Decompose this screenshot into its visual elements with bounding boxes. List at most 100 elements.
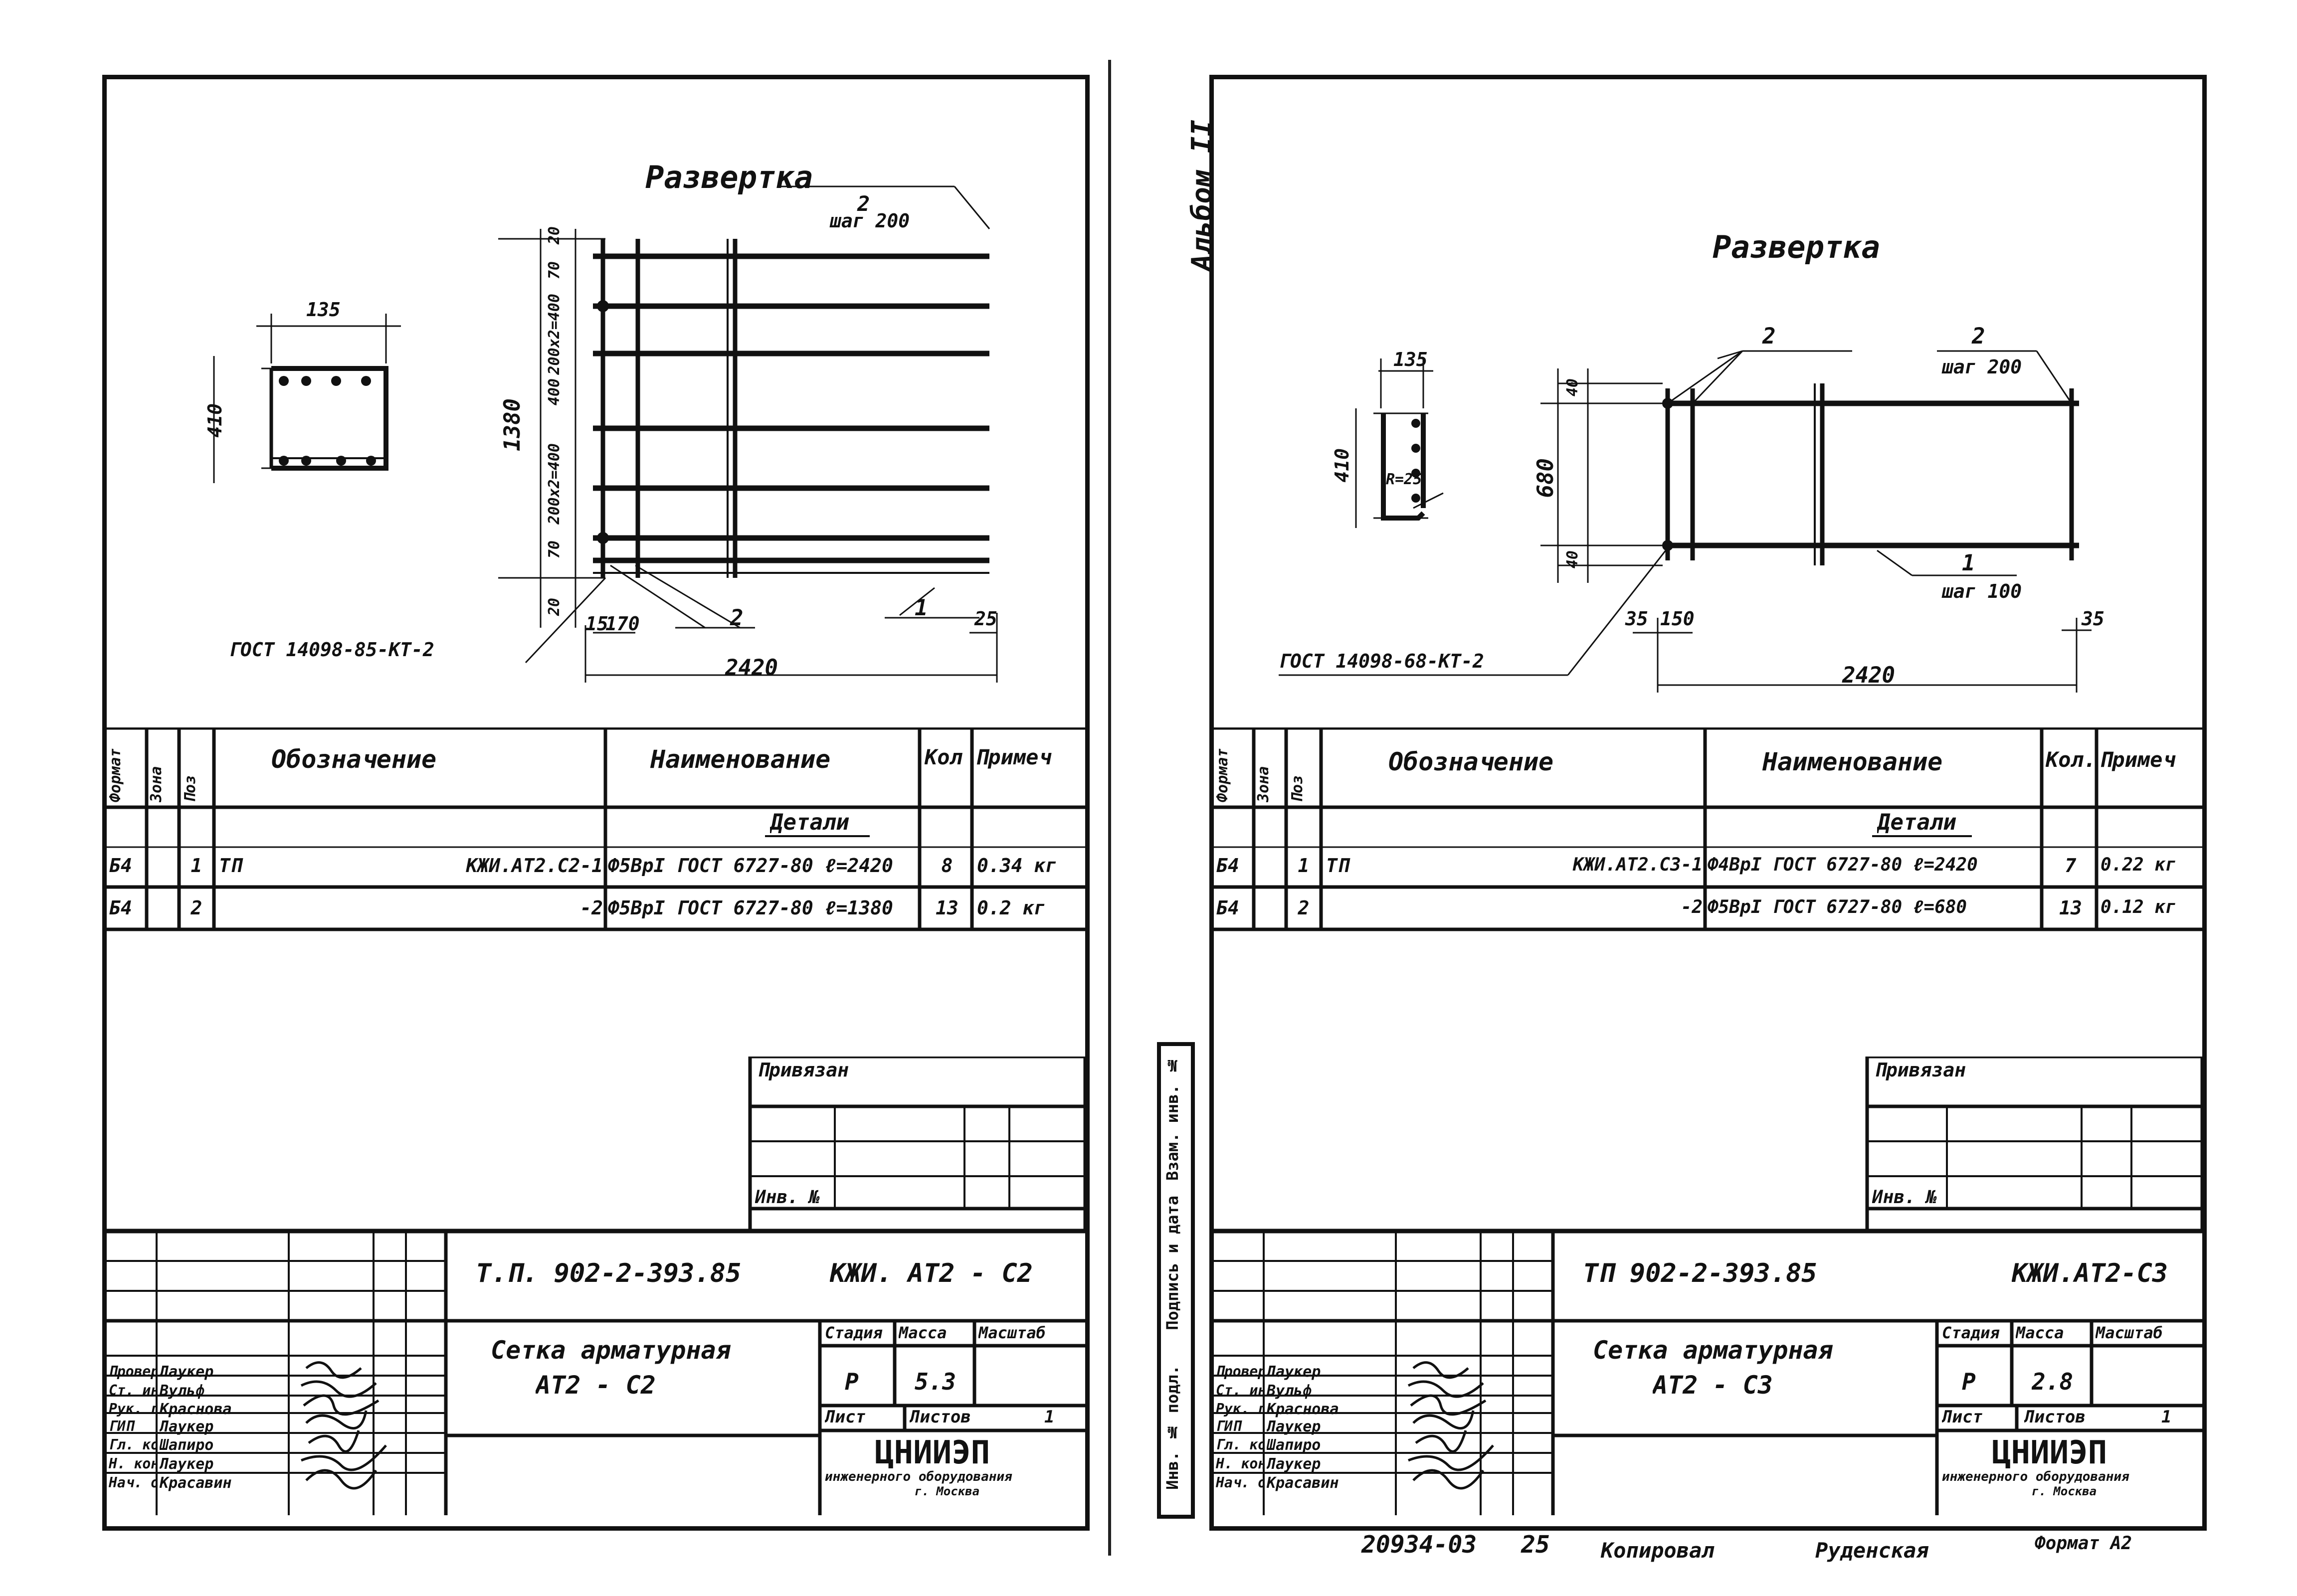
row-designation: -2 xyxy=(1681,897,1703,917)
col-poz: Поз xyxy=(182,775,199,802)
person-name: Вульф xyxy=(1267,1382,1312,1400)
col-kol: Кол. xyxy=(2046,747,2096,772)
role: Нач. отд. xyxy=(1216,1474,1264,1491)
row-name: Ф5ВрI ГОСТ 6727-80 ℓ=1380 xyxy=(608,897,893,919)
role: ГИП xyxy=(109,1418,134,1434)
role: Рук. гр. xyxy=(109,1401,157,1417)
person-name: Красавин xyxy=(160,1474,232,1492)
col-naimenovanie: Наименование xyxy=(650,745,831,774)
stage-value: Р xyxy=(845,1368,859,1395)
inv-label: Инв. № xyxy=(1872,1187,1937,1208)
dim-200x2-bottom: 200х2=400 xyxy=(546,443,563,525)
doc-mark: КЖИ.АТ2-С3 xyxy=(2012,1258,2168,1288)
footer-code: 20934-03 xyxy=(1361,1531,1477,1559)
role: Рук. гр. xyxy=(1216,1401,1264,1417)
doc-title-2: АТ2 - С3 xyxy=(1653,1371,1773,1400)
role: Нач. отд. xyxy=(109,1474,157,1491)
list-label: Лист xyxy=(1942,1407,1983,1427)
person-name: Лаукер xyxy=(160,1455,214,1473)
row-format: Б4 xyxy=(1216,855,1239,877)
callout-gost: ГОСТ 14098-68-КТ-2 xyxy=(1279,650,1484,672)
org-sub: инженерного оборудования xyxy=(1942,1469,2129,1484)
dim-height-680: 680 xyxy=(1533,458,1558,498)
callout-step-number: 2 xyxy=(857,191,870,216)
sheet-left: Развертка 2 шаг 200 135 410 1380 20 70 2… xyxy=(102,75,1090,1531)
org-sub: инженерного оборудования xyxy=(825,1469,1012,1484)
row-poz: 1 xyxy=(191,855,202,877)
person-name: Краснова xyxy=(1267,1401,1339,1418)
masshtab-label: Масштаб xyxy=(2096,1323,2163,1342)
row-poz: 1 xyxy=(1298,855,1310,877)
privyazan-label: Привязан xyxy=(758,1059,849,1081)
role: Ст. инж. xyxy=(109,1382,157,1399)
doc-title-1: Сетка арматурная xyxy=(491,1336,731,1365)
person-name: Красавин xyxy=(1267,1474,1339,1492)
dim-170: 170 xyxy=(605,613,640,635)
doc-title-2: АТ2 - С2 xyxy=(536,1371,656,1400)
doc-mark: КЖИ. АТ2 - С2 xyxy=(830,1258,1033,1288)
side-vzam: Взам. инв. № xyxy=(1163,1056,1182,1181)
role: Провер. xyxy=(1216,1363,1264,1380)
person-name: Лаукер xyxy=(1267,1455,1321,1473)
col-format: Формат xyxy=(1214,748,1231,802)
massa-label: Масса xyxy=(899,1323,947,1342)
person-name: Шапиро xyxy=(1267,1436,1321,1454)
col-kol: Кол xyxy=(925,745,962,769)
dim-height-1380: 1380 xyxy=(500,398,525,451)
org-city: г. Москва xyxy=(2032,1484,2097,1498)
stage-value: Р xyxy=(1962,1368,1976,1395)
right-drawing xyxy=(1279,350,2092,693)
row-qty: 13 xyxy=(936,897,958,919)
row-note: 0.2 кг xyxy=(977,897,1046,919)
mass-value: 2.8 xyxy=(2032,1368,2074,1395)
dim-25: 25 xyxy=(974,608,997,630)
row-format: Б4 xyxy=(109,855,132,877)
right-title-grid xyxy=(1214,1057,2202,1515)
person-name: Краснова xyxy=(160,1401,232,1418)
dim-width-2420: 2420 xyxy=(1842,663,1895,688)
row-name: Ф4ВрI ГОСТ 6727-80 ℓ=2420 xyxy=(1708,855,1978,875)
row-qty: 8 xyxy=(941,855,953,877)
role: Н. контр. xyxy=(109,1455,157,1472)
callout-step: шаг 200 xyxy=(830,210,910,232)
sheet-right: Развертка 135 410 R=25 680 40 40 35 150 … xyxy=(1209,75,2207,1531)
dim-70-top: 70 xyxy=(546,261,563,280)
role: Провер. xyxy=(109,1363,157,1380)
dim-height-410: 410 xyxy=(1331,448,1353,483)
side-inv-podl: Инв. № подл. xyxy=(1163,1365,1182,1490)
footer-format: Формат А2 xyxy=(2035,1533,2132,1554)
row-designation: КЖИ.АТ2.С2-1 xyxy=(466,855,603,877)
doc-title-1: Сетка арматурная xyxy=(1593,1336,1833,1365)
row-designation: КЖИ.АТ2.С3-1 xyxy=(1572,855,1703,875)
person-name: Лаукер xyxy=(160,1363,214,1381)
mass-value: 5.3 xyxy=(915,1368,957,1395)
person-name: Лаукер xyxy=(1267,1418,1321,1435)
dim-200x2-top: 200х2=400 xyxy=(546,294,563,375)
left-drawing xyxy=(213,185,998,683)
privyazan-label: Привязан xyxy=(1875,1059,1966,1081)
massa-label: Масса xyxy=(2016,1323,2064,1342)
side-strip: Инв. № подл. Подпись и дата Взам. инв. № xyxy=(1157,1042,1195,1519)
org-name: ЦНИИЭП xyxy=(1992,1434,2107,1471)
person-name: Шапиро xyxy=(160,1436,214,1454)
dim-radius: R=25 xyxy=(1386,471,1422,488)
dim-width-135: 135 xyxy=(1393,349,1428,370)
dim-40-top: 40 xyxy=(1564,378,1581,397)
callout-pos-2a: 2 xyxy=(1762,324,1776,349)
drawing-title: Развертка xyxy=(645,159,813,195)
dim-width-135: 135 xyxy=(306,299,341,321)
stadiya-label: Стадия xyxy=(1942,1323,2000,1342)
role: Гл. констр. xyxy=(1216,1436,1264,1453)
row-prefix: ТП xyxy=(1326,855,1349,877)
dim-400: 400 xyxy=(546,378,563,406)
row-note: 0.22 кг xyxy=(2101,855,2176,875)
left-title-grid xyxy=(107,1057,1085,1515)
role: Ст. инж. xyxy=(1216,1382,1264,1399)
person-name: Лаукер xyxy=(160,1418,214,1435)
row-name: Ф5ВрI ГОСТ 6727-80 ℓ=2420 xyxy=(608,855,893,877)
row-designation: -2 xyxy=(580,897,603,919)
signatures xyxy=(1407,1361,1494,1490)
footer-page: 25 xyxy=(1521,1531,1550,1559)
masshtab-label: Масштаб xyxy=(978,1323,1046,1342)
doc-code: Т.П. 902-2-393.85 xyxy=(476,1258,742,1288)
